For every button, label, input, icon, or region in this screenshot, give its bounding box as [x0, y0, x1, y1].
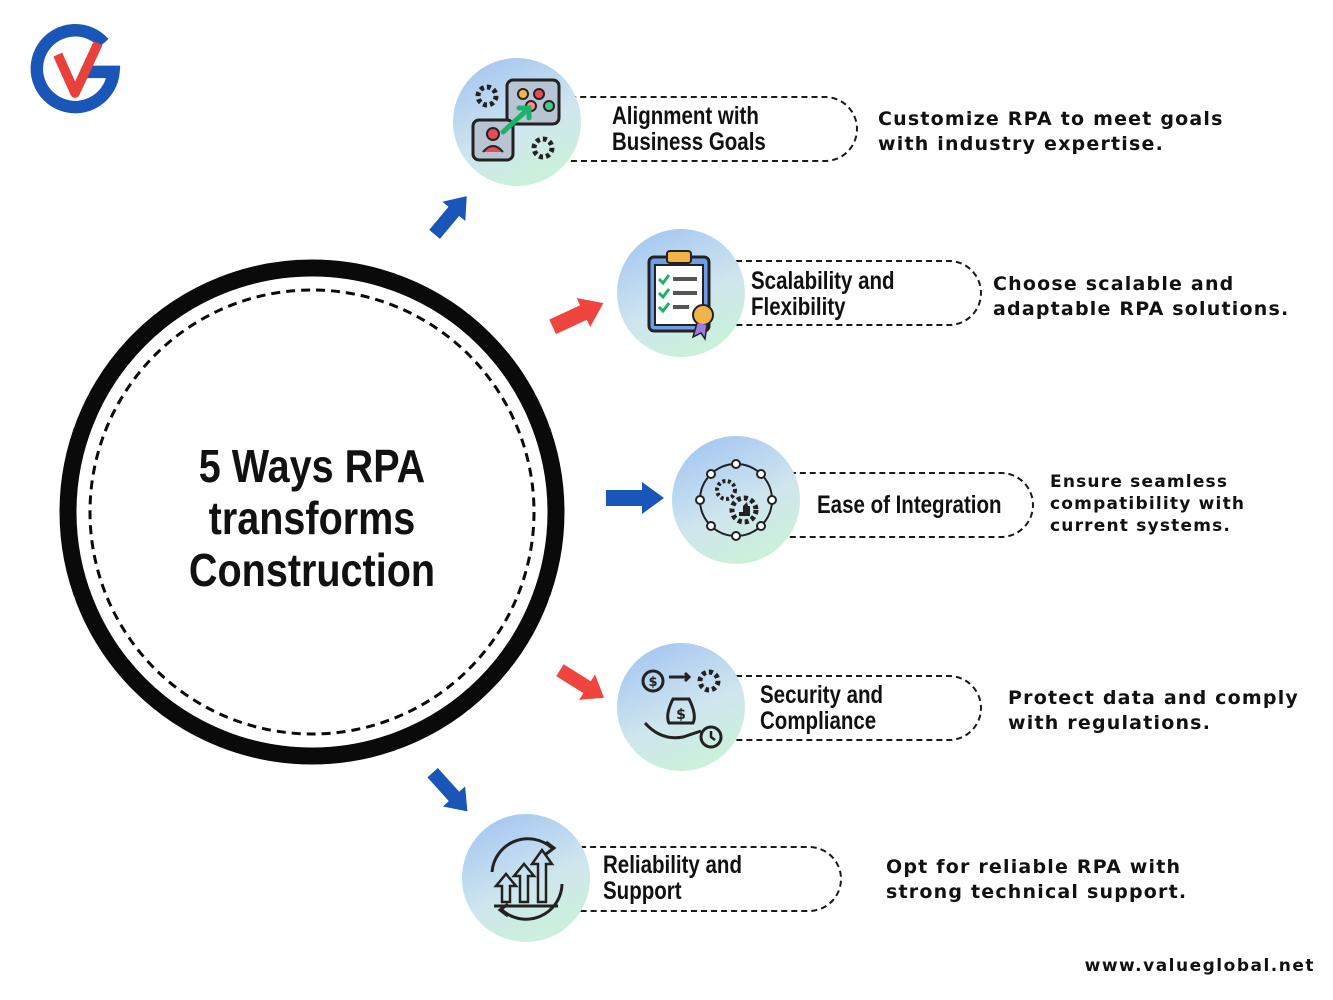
- central-hub-circle: [59, 259, 565, 765]
- way-icon-bubble-2: [617, 229, 745, 357]
- infographic-title: 5 Ways RPA transforms Construction: [188, 440, 436, 596]
- way-description-4: Protect data and comply with regulations…: [1008, 687, 1299, 734]
- growth-cycle-icon: [490, 837, 564, 921]
- way-description-2: Choose scalable and adaptable RPA soluti…: [993, 273, 1290, 320]
- way-label-1: Alignment with Business Goals: [612, 102, 766, 156]
- arrow-1: [429, 196, 467, 239]
- way-description-3: Ensure seamless compatibility with curre…: [1050, 472, 1246, 536]
- value-global-logo: [30, 24, 121, 114]
- way-icon-bubble-5: [462, 814, 590, 942]
- way-label-pill-1: [540, 96, 858, 162]
- way-description-5: Opt for reliable RPA with strong technic…: [886, 856, 1188, 903]
- way-label-pill-3: [770, 472, 1034, 538]
- website-url: www.valueglobal.net: [1084, 956, 1315, 976]
- integration-network-icon: [695, 459, 777, 541]
- way-icon-bubble-1: [453, 58, 581, 186]
- svg-text:$: $: [648, 675, 657, 690]
- team-growth-icon: [471, 78, 561, 162]
- arrow-5: [427, 767, 468, 812]
- way-icon-bubble-4: $ $: [617, 643, 745, 771]
- way-label-pill-5: [560, 846, 842, 912]
- arrow-2: [549, 297, 604, 335]
- way-icon-bubble-3: [672, 436, 800, 564]
- way-label-4: Security and Compliance: [760, 681, 884, 735]
- way-label-3: Ease of Integration: [817, 491, 1002, 519]
- way-label-2: Scalability and Flexibility: [751, 267, 895, 321]
- way-label-pill-2: [706, 260, 982, 326]
- way-description-1: Customize RPA to meet goals with industr…: [878, 108, 1224, 155]
- secure-finance-icon: $ $: [641, 669, 723, 749]
- way-label-5: Reliability and Support: [603, 851, 742, 905]
- compliance-clipboard-icon: [647, 250, 714, 342]
- way-label-pill-4: [716, 675, 982, 741]
- arrow-4: [556, 664, 605, 700]
- svg-text:$: $: [676, 707, 686, 723]
- arrow-3: [606, 482, 664, 514]
